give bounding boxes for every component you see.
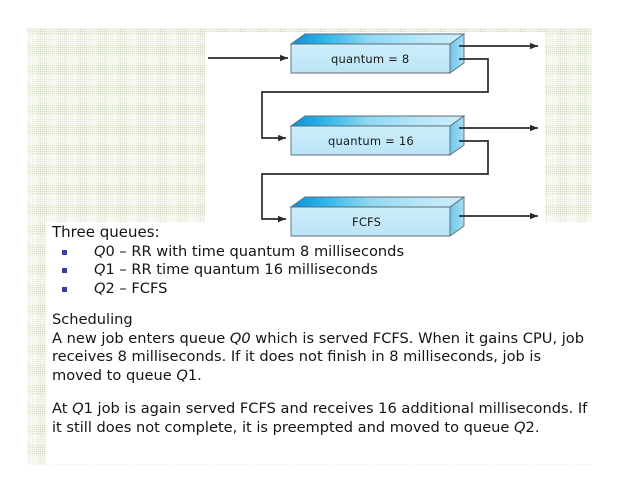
scheduling-paragraph-2: At Q1 job is again served FCFS and recei…: [52, 400, 590, 437]
text-white-panel: [46, 222, 592, 464]
queue-bullet-list: Q0 – RR with time quantum 8 milliseconds…: [52, 243, 590, 299]
queue-name-0: Q: [94, 242, 106, 260]
list-item: Q2 – FCFS: [52, 280, 590, 299]
feedback-queue-diagram: [208, 33, 538, 237]
p1-part-b: which is served FCFS. When it gains CPU,…: [52, 329, 584, 384]
p1-queue-1: Q: [176, 366, 188, 384]
list-item: Q1 – RR time quantum 16 milliseconds: [52, 261, 590, 280]
queue-box-side-1: [449, 115, 465, 156]
spacer: [52, 298, 590, 311]
spacer: [52, 385, 590, 400]
queue-box-top-1: [289, 115, 466, 127]
queue-name-1: Q: [94, 261, 106, 279]
p2-part-b: 1 job is again served FCFS and receives …: [52, 400, 588, 437]
queue-desc-2: – FCFS: [114, 279, 168, 297]
arrow-feedback-q1-q2: [261, 140, 489, 223]
queue-index-1: 1: [105, 261, 115, 279]
queue-box-top-0: [289, 33, 466, 45]
queue-index-0: 0: [105, 242, 115, 260]
scheduling-heading: Scheduling: [52, 311, 133, 329]
bullet-square-icon: [62, 286, 67, 292]
arrow-feedback-q0-q1: [261, 58, 489, 142]
scheduling-paragraph-1: A new job enters queue Q0 which is serve…: [52, 330, 590, 386]
p2-queue-1: Q: [72, 400, 84, 418]
queue-desc-0: – RR with time quantum 8 milliseconds: [114, 242, 405, 260]
queue-name-2: Q: [94, 279, 106, 297]
p1-part-c: 1.: [187, 366, 202, 384]
three-queues-heading: Three queues:: [52, 223, 160, 241]
bullet-square-icon: [62, 268, 67, 274]
p1-queue-0: Q0: [229, 329, 251, 347]
slide-text-body: Three queues: Q0 – RR with time quantum …: [52, 223, 590, 438]
queue-box-label-2: FCFS: [352, 215, 382, 229]
list-item: Q0 – RR with time quantum 8 milliseconds: [52, 243, 590, 262]
queue-box-side-0: [449, 33, 465, 74]
p1-part-a: A new job enters queue: [52, 329, 230, 347]
queue-index-2: 2: [105, 279, 115, 297]
p2-part-a: At: [52, 400, 73, 418]
queue-box-side-2: [449, 196, 465, 237]
queue-box-label-1: quantum = 16: [328, 134, 414, 148]
queue-desc-1: – RR time quantum 16 milliseconds: [114, 261, 378, 279]
bullet-square-icon: [62, 249, 67, 255]
p2-part-c: 2.: [525, 419, 540, 437]
queue-box-label-0: quantum = 8: [331, 52, 410, 66]
p2-queue-2: Q: [514, 419, 526, 437]
queue-box-top-2: [289, 196, 466, 208]
